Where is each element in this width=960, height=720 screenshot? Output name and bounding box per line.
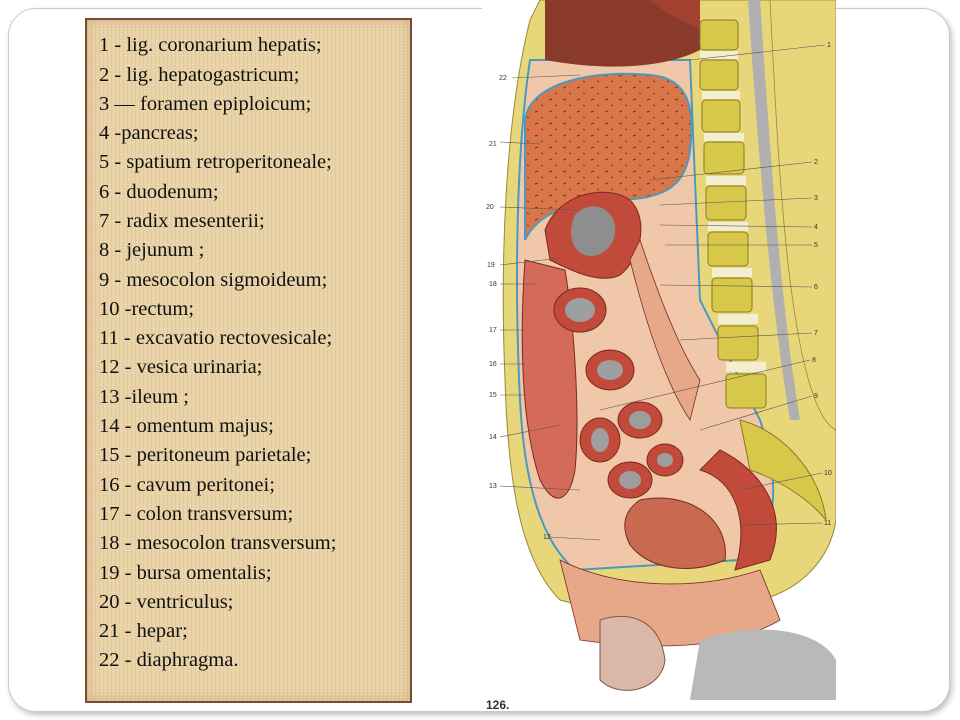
legend-item: 10 -rectum;: [99, 298, 195, 320]
legend-item: 11 - excavatio rectovesicale;: [99, 327, 333, 349]
legend-item: 15 - peritoneum parietale;: [99, 444, 312, 466]
diaphragm: [545, 0, 700, 67]
spinal-canal: [748, 0, 800, 420]
legend-item: 8 - jejunum ;: [99, 239, 205, 261]
legend-item: 2 - lig. hepatogastricum;: [99, 64, 300, 86]
legend-item: 18 - mesocolon transversum;: [99, 532, 337, 554]
mesentery: [629, 238, 701, 421]
legend-item: 21 - hepar;: [99, 620, 188, 642]
intestine-loops: [553, 287, 684, 499]
legend-item: 4 -pancreas;: [99, 122, 199, 144]
legend-item: 17 - colon transversum;: [99, 503, 294, 525]
callout-label: 4: [814, 224, 818, 231]
legend-item: 9 - mesocolon sigmoideum;: [99, 269, 328, 291]
callout-label: 18: [489, 281, 497, 288]
callout-label: 7: [814, 330, 818, 337]
legend-item: 12 - vesica urinaria;: [99, 356, 263, 378]
legend-item: 6 - duodenum;: [99, 181, 219, 203]
callout-label: 2: [814, 159, 818, 166]
sacrum: [739, 419, 827, 522]
legend-item: 13 -ileum ;: [99, 386, 189, 408]
figure-number: 126.: [486, 698, 510, 712]
legend-item: 14 - omentum majus;: [99, 415, 274, 437]
callout-label: 19: [487, 262, 495, 269]
legend-item: 22 - diaphragma.: [99, 649, 239, 671]
legend-item: 1 - lig. coronarium hepatis;: [99, 34, 322, 56]
callout-label: 12: [543, 534, 551, 541]
intestine-lumens: [565, 298, 673, 489]
legend-item: 16 - cavum peritonei;: [99, 474, 275, 496]
callout-label: 3: [814, 195, 818, 202]
callout-label: 22: [499, 75, 507, 82]
callout-label: 21: [489, 141, 497, 148]
callout-label: 11: [824, 520, 831, 527]
callout-lines-right: [599, 44, 826, 526]
legend-item: 19 - bursa omentalis;: [99, 562, 272, 584]
bladder: [624, 497, 726, 569]
legend-item: 3 — foramen epiploicum;: [99, 93, 312, 115]
callout-lines-left: [499, 74, 601, 541]
callout-label: 15: [489, 392, 497, 399]
legend-item: 20 - ventriculus;: [99, 591, 234, 613]
anatomy-illustration: 1 2 3 4 5 6 7 8 9 10 11 22 21 20 19 18 1…: [482, 0, 836, 700]
legend-box: 1 - lig. coronarium hepatis; 2 - lig. he…: [85, 18, 412, 703]
callout-label: 14: [489, 434, 497, 441]
callout-label: 9: [814, 393, 818, 400]
callout-label: 13: [489, 483, 497, 490]
callout-label: 17: [489, 327, 497, 334]
callout-label: 6: [814, 284, 818, 291]
gluteal: [690, 629, 836, 700]
callout-label: 8: [812, 357, 816, 364]
spinous-processes: [769, 0, 836, 431]
stomach-lumen: [571, 206, 616, 256]
callout-label: 16: [489, 361, 497, 368]
callout-label: 20: [486, 204, 494, 211]
rectum: [699, 449, 777, 571]
intervertebral-discs: [700, 51, 766, 372]
diaphragm-top: [650, 0, 700, 30]
callout-label: 10: [824, 470, 832, 477]
legend-item: 5 - spatium retroperitoneale;: [99, 151, 332, 173]
callout-label: 1: [827, 42, 831, 49]
vertebral-column: [699, 19, 767, 409]
legend-item: 7 - radix mesenterii;: [99, 210, 265, 232]
genitalia: [599, 615, 666, 691]
callout-label: 5: [814, 242, 818, 249]
